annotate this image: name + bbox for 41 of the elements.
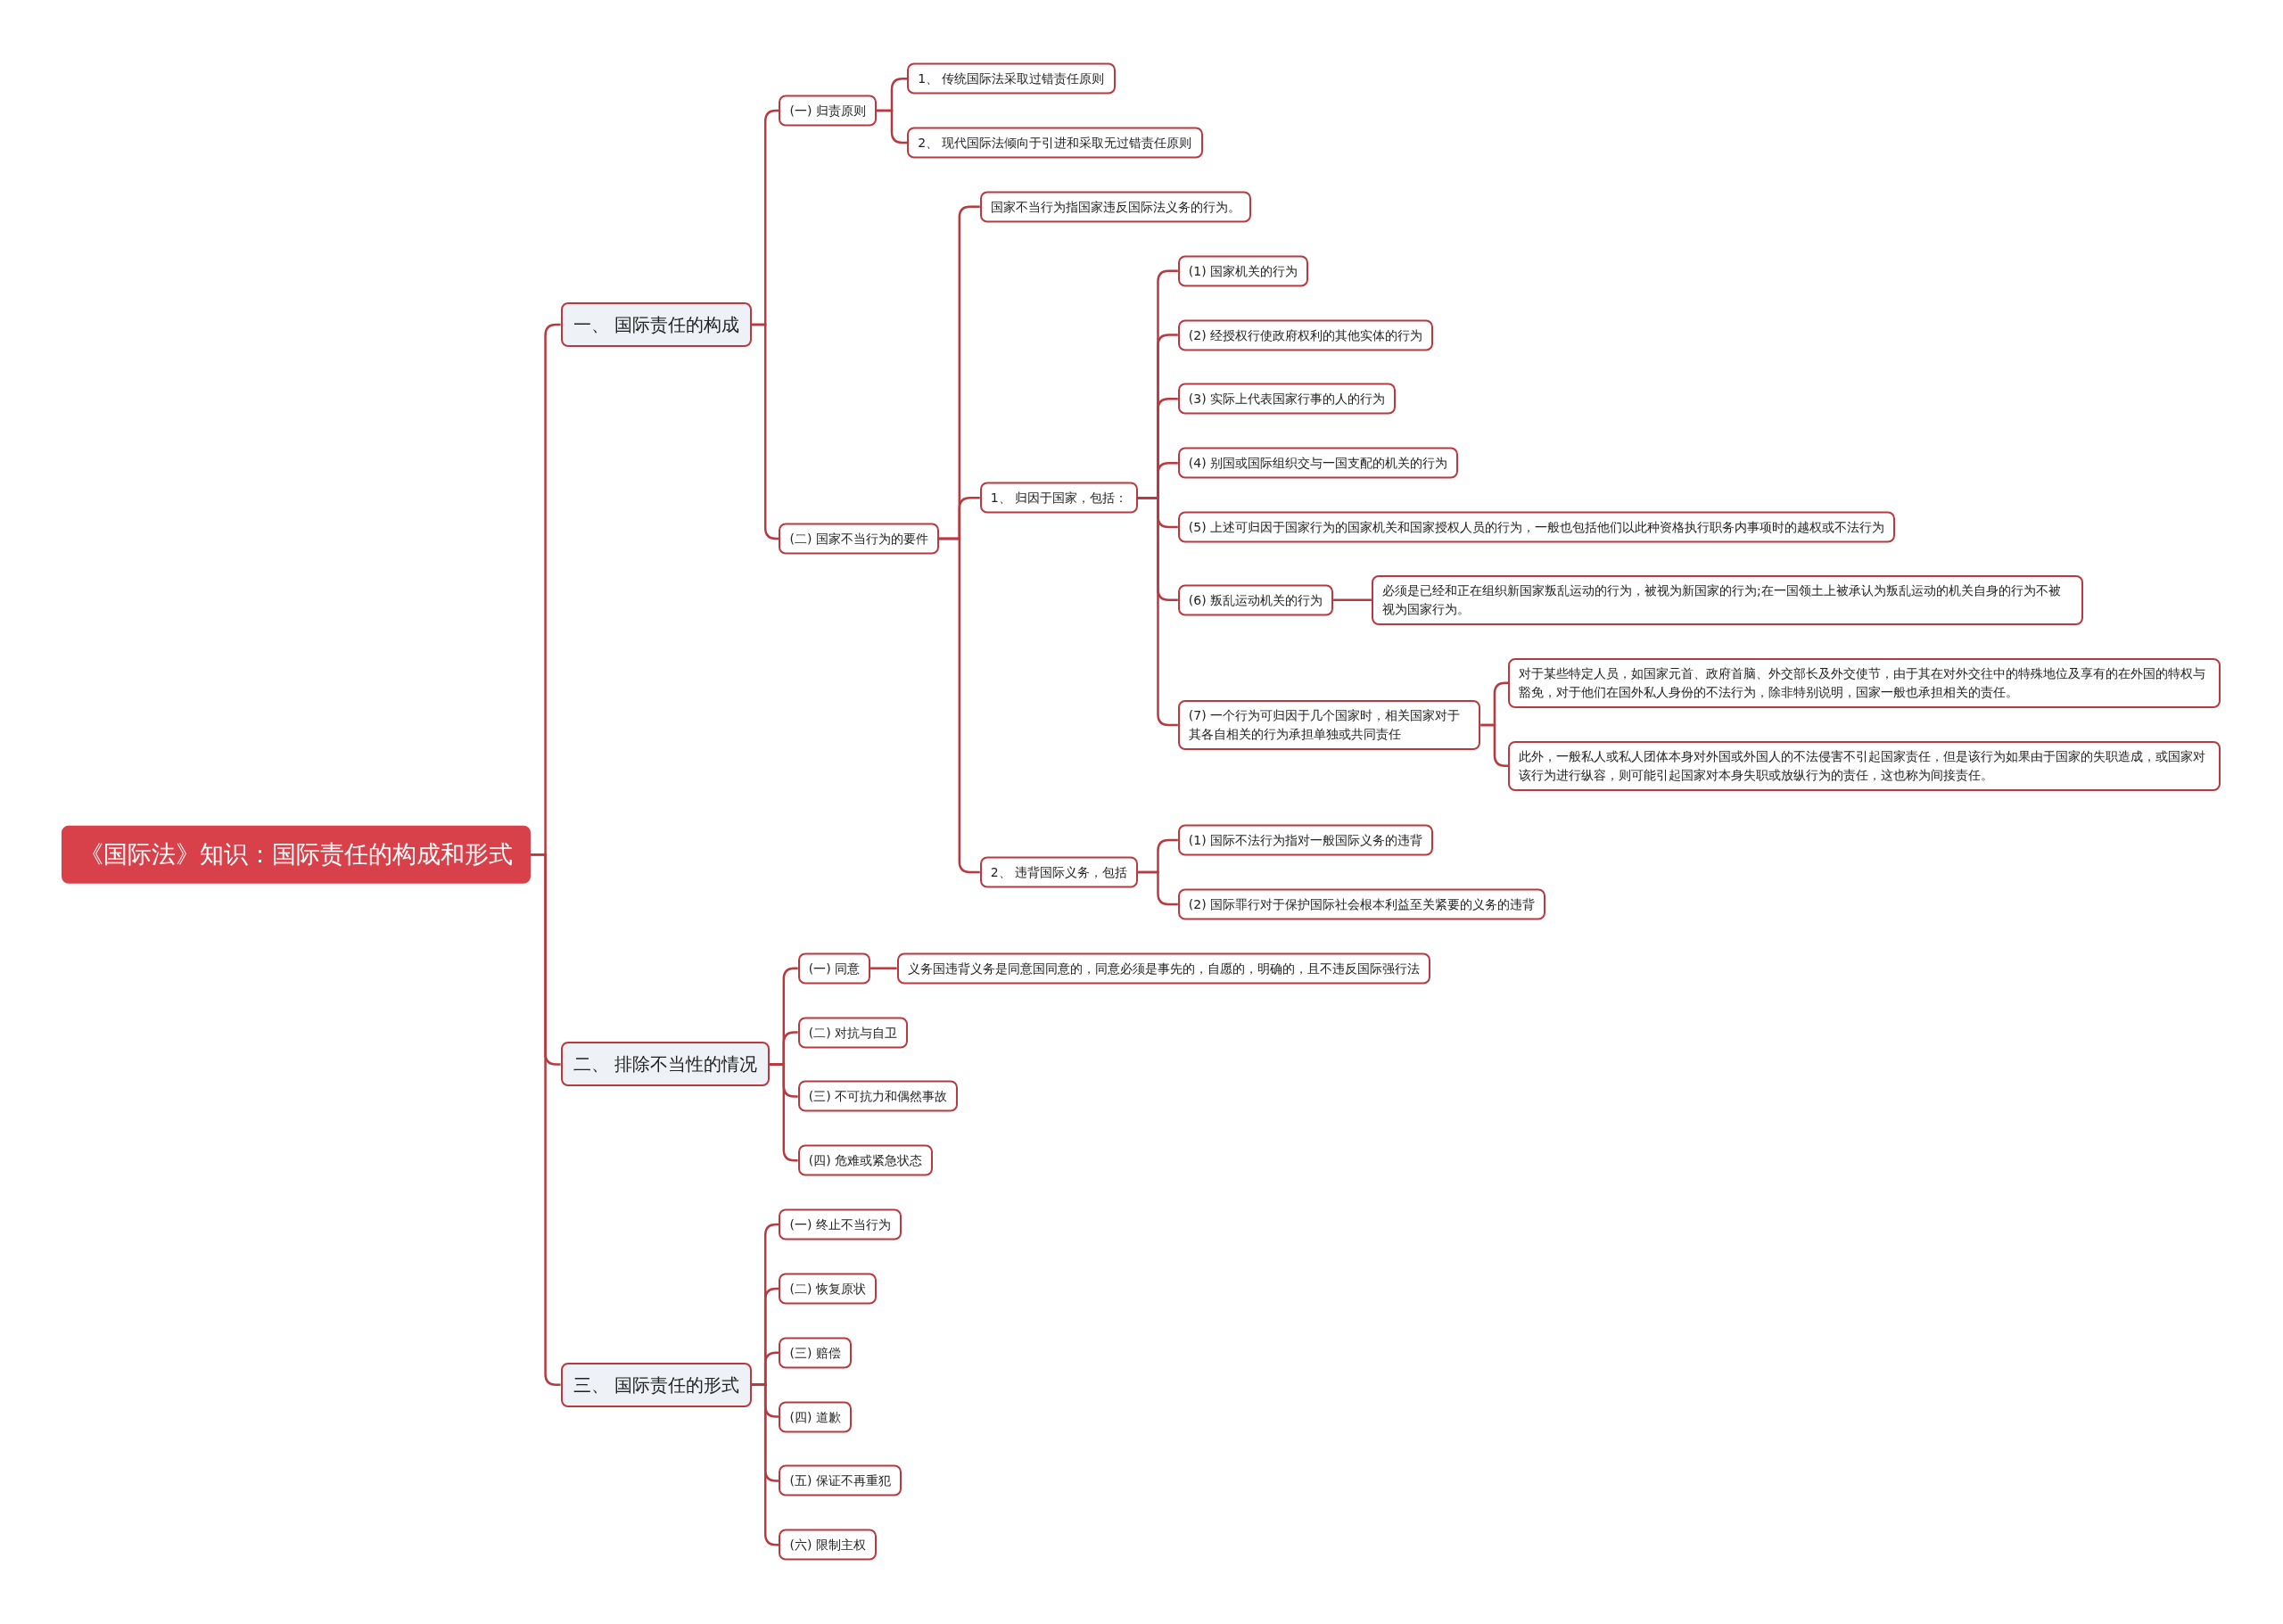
connector-line (870, 967, 897, 969)
subtopic-box: (一) 同意 (797, 952, 871, 985)
connector-line (1138, 870, 1178, 906)
subtopic-box: 此外，一般私人或私人团体本身对外国或外国人的不法侵害不引起国家责任，但是该行为如果由于国家的失职造成，或国家对该行为进行纵容，则可能引起国家对本身失职或放纵行为的责任，这也称为间接责任。 (1508, 740, 2221, 791)
subtopic-box: (3) 实际上代表国家行事的人的行为 (1177, 383, 1397, 415)
connector-line (1138, 497, 1178, 727)
subtopic-box: (6) 叛乱运动机关的行为 (1177, 584, 1334, 616)
subtopic-box: 必须是已经和正在组织新国家叛乱运动的行为，被视为新国家的行为;在一国领土上被承认为叛乱运动的机关自身的行为不被视为国家行为。 (1371, 574, 2084, 625)
connector-line (876, 109, 908, 144)
connector-line (1480, 723, 1509, 767)
subtopic-box: (二) 国家不当行为的要件 (779, 523, 939, 555)
subtopic-box: (7) 一个行为可归因于几个国家时，相关国家对于其各自相关的行为承担单独或共同责任 (1177, 700, 1481, 751)
subtopic-box: 2、 现代国际法倾向于引进和采取无过错责任原则 (907, 127, 1203, 159)
subtopic-box: 对于某些特定人员，如国家元首、政府首脑、外交部长及外交使节，由于其在对外交往中的特殊地位及享有的在外国的特权与豁免，对于他们在国外私人身份的不法行为，除非特别说明，国家一般也承担相关的责任。 (1508, 657, 2221, 708)
subtopic-box: (5) 上述可归因于国家行为的国家机关和国家授权人员的行为，一般也包括他们以此种资格执行职务内事项时的越权或不法行为 (1177, 511, 1896, 543)
subtopic-box: (2) 国际罪行对于保护国际社会根本利益至关紧要的义务的违背 (1177, 888, 1546, 920)
subtopic-box: 1、 归因于国家，包括： (979, 482, 1139, 514)
subtopic-box: (4) 别国或国际组织交与一国支配的机关的行为 (1177, 447, 1459, 479)
subtopic-box: (六) 限制主权 (779, 1529, 877, 1561)
subtopic-box: 2、 违背国际义务，包括 (979, 856, 1139, 888)
subtopic-box: (一) 归责原则 (779, 95, 877, 127)
subtopic-box: 义务国违背义务是同意国同意的，同意必须是事先的，自愿的，明确的，且不违反国际强行法 (896, 952, 1430, 985)
subtopic-box: (二) 恢复原状 (779, 1273, 877, 1305)
main-topic-box: 三、 国际责任的形式 (560, 1362, 752, 1407)
subtopic-box: (1) 国家机关的行为 (1177, 255, 1309, 287)
subtopic-box: (五) 保证不再重犯 (779, 1464, 902, 1496)
subtopic-box: (三) 赔偿 (779, 1337, 852, 1369)
subtopic-box: (2) 经授权行使政府权利的其他实体的行为 (1177, 319, 1434, 350)
main-topic-box: 一、 国际责任的构成 (560, 302, 752, 348)
subtopic-box: (四) 危难或紧急状态 (797, 1144, 934, 1176)
subtopic-box: 国家不当行为指国家违反国际法义务的行为。 (979, 191, 1251, 223)
subtopic-box: (三) 不可抗力和偶然事故 (797, 1080, 959, 1112)
subtopic-box: (二) 对抗与自卫 (797, 1017, 909, 1049)
connector-line (1333, 598, 1372, 601)
central-topic-box: 《国际法》知识：国际责任的构成和形式 (61, 826, 531, 884)
subtopic-box: (1) 国际不法行为指对一般国际义务的违背 (1177, 824, 1434, 856)
subtopic-box: (四) 道歉 (779, 1401, 852, 1433)
connector-line (938, 537, 980, 874)
main-topic-box: 二、 排除不当性的情况 (560, 1042, 770, 1087)
subtopic-box: (一) 终止不当行为 (779, 1208, 902, 1241)
subtopic-box: 1、 传统国际法采取过错责任原则 (907, 62, 1116, 95)
